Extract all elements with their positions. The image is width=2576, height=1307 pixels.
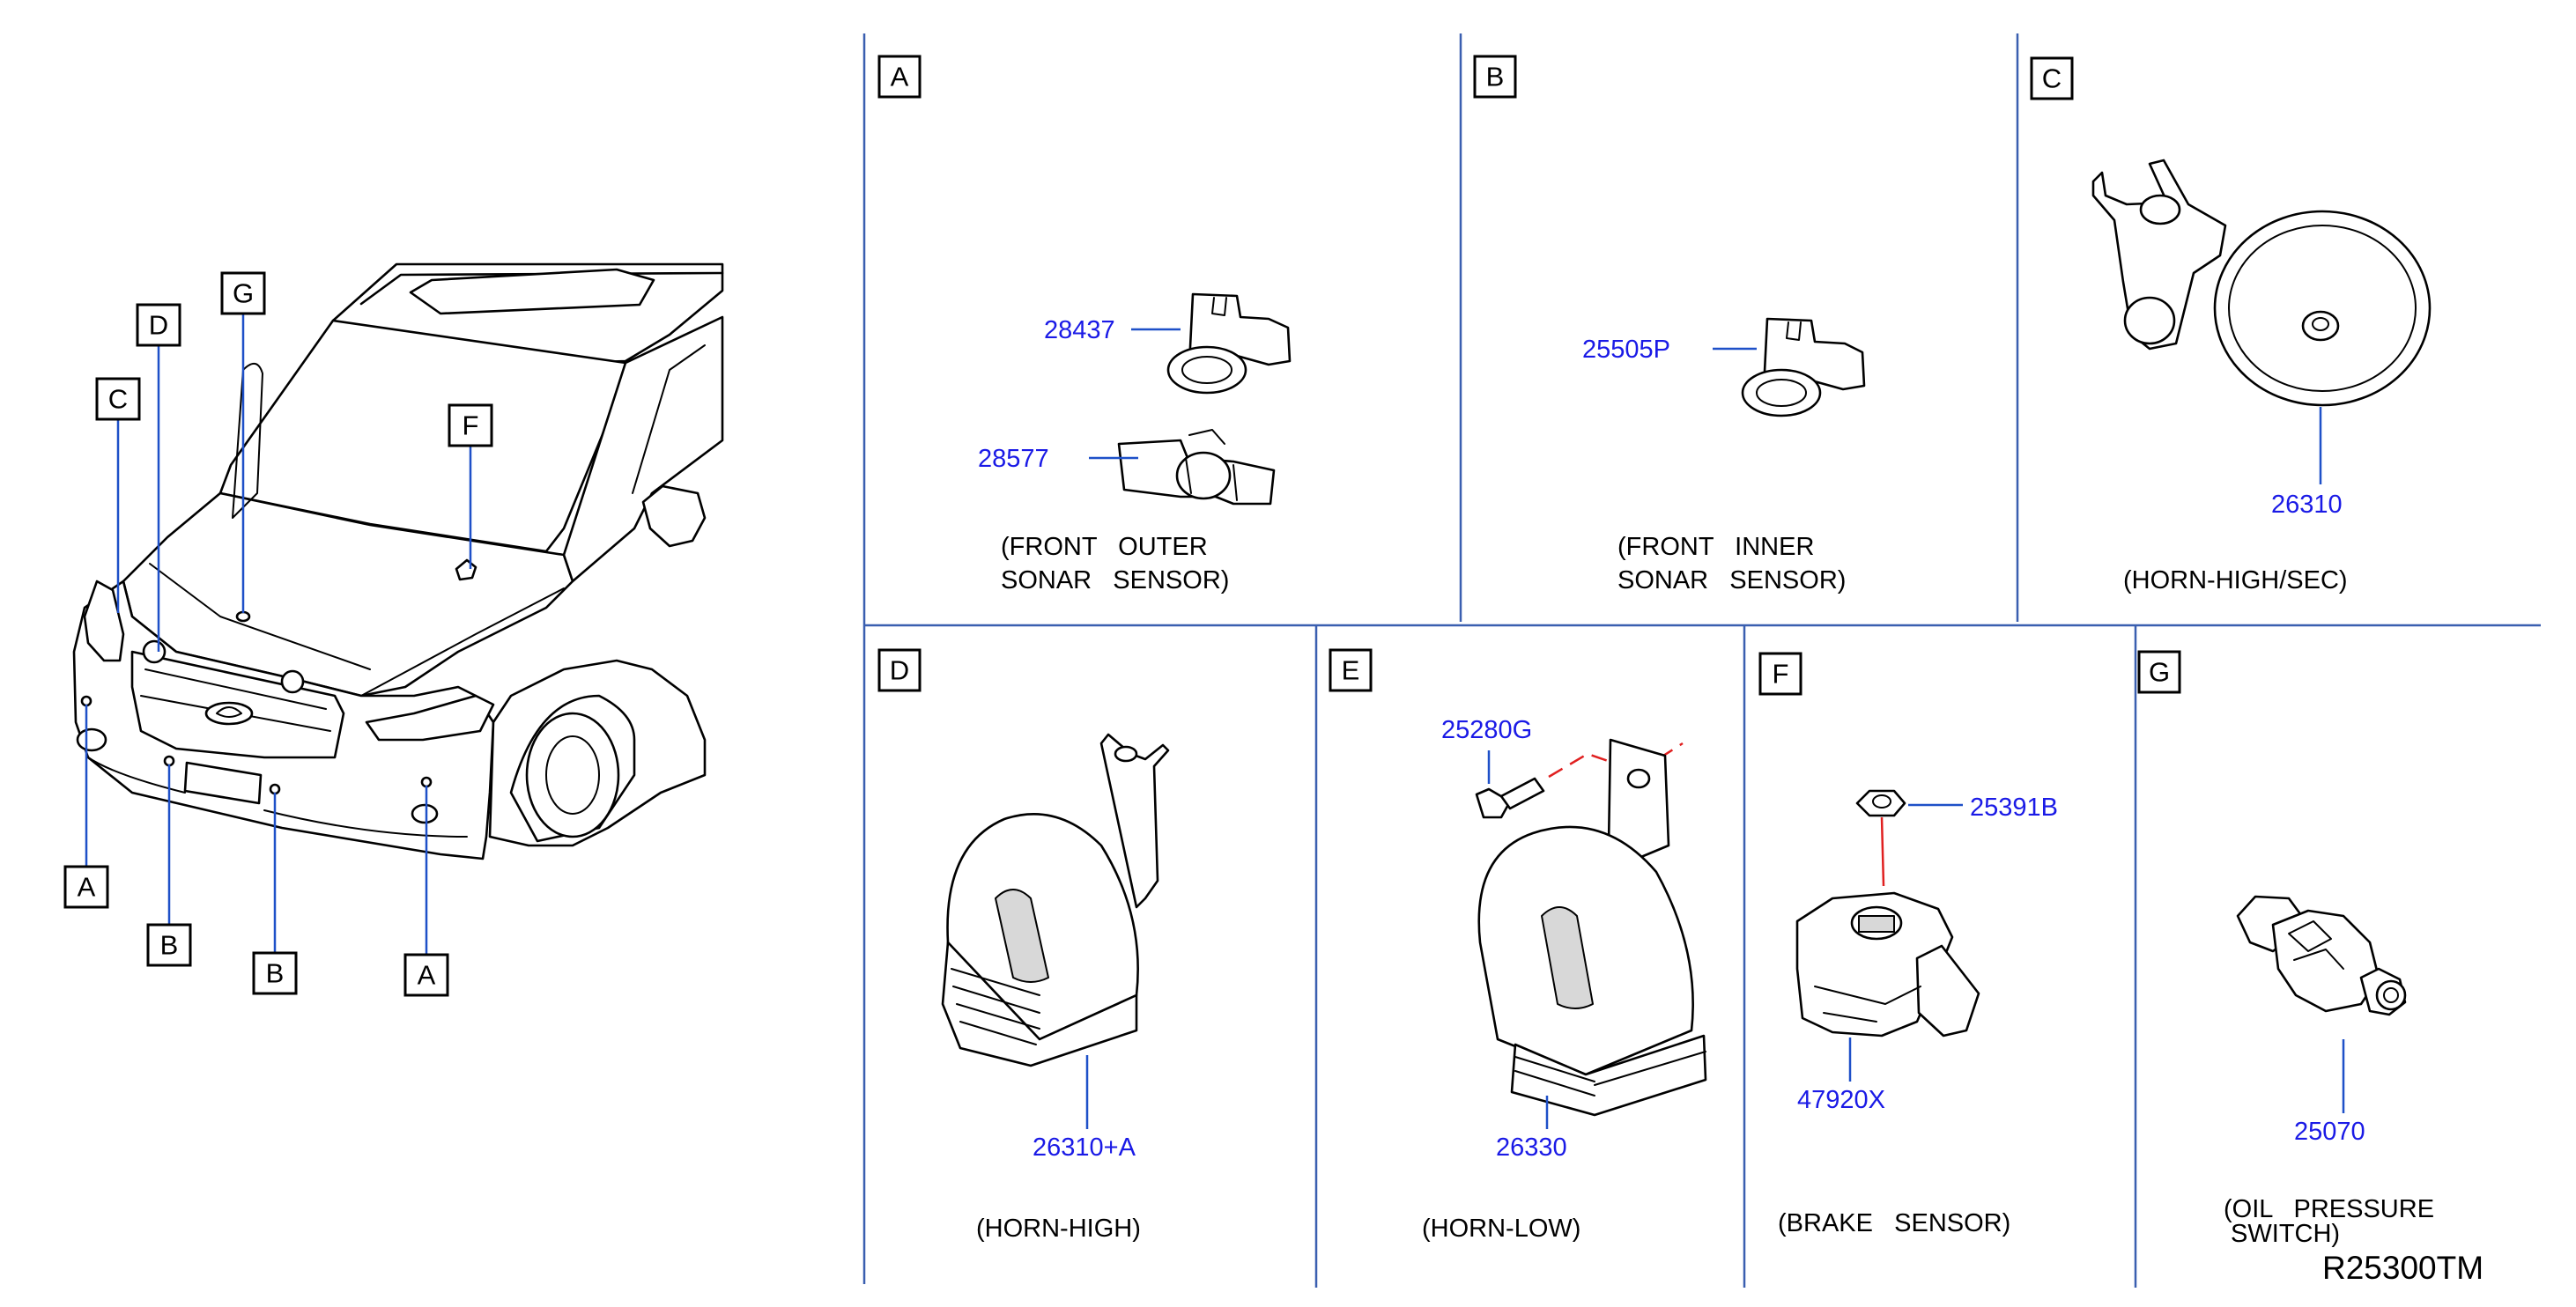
callout-label: G (233, 278, 254, 309)
panel-label: A (891, 62, 909, 92)
callout-box-f: F (448, 403, 493, 447)
brake-sensor-icon (1795, 891, 1980, 1037)
panel-label: G (2149, 657, 2170, 688)
panel-label: E (1342, 655, 1360, 686)
callout-box-c: C (95, 377, 141, 421)
panel-label: D (890, 655, 909, 686)
part-number-47920x: 47920X (1797, 1086, 1885, 1114)
panel-a: A 28437 28577 (FRONT OUTER SONAR SENSOR) (877, 55, 1292, 594)
callout-label: F (463, 410, 479, 441)
panel-label: B (1486, 62, 1505, 92)
callout-box-g: G (220, 271, 266, 315)
part-number-28437: 28437 (1044, 316, 1115, 344)
horn-high-sec-icon (2091, 159, 2432, 407)
part-number-25505p: 25505P (1582, 336, 1670, 364)
part-number-26330: 26330 (1496, 1133, 1567, 1162)
horn-low-icon (1477, 738, 1707, 1117)
vehicle-overview (72, 262, 724, 860)
panel-caption: (BRAKE SENSOR) (1778, 1209, 2010, 1237)
sensor-bracket-icon (1117, 429, 1276, 506)
callout-label: A (78, 872, 96, 903)
callout-label: C (108, 384, 128, 415)
panel-caption: (HORN-LOW) (1422, 1215, 1580, 1243)
panel-caption: (OIL PRESSURE (2224, 1195, 2434, 1223)
panel-c: C 26310 (HORN-HIGH/SEC) (2030, 56, 2432, 594)
panel-caption: (HORN-HIGH/SEC) (2123, 566, 2348, 594)
callout-label: D (149, 310, 168, 341)
bolt-icon (1475, 777, 1545, 819)
callout-label: B (160, 930, 179, 961)
part-number-26310-a: 26310+A (1033, 1133, 1136, 1162)
panel-d: D 26310+A (HORN-HIGH) (877, 648, 1170, 1243)
part-number-25280g: 25280G (1441, 716, 1532, 744)
panel-caption: (FRONT OUTER (1001, 533, 1208, 561)
panel-caption: (HORN-HIGH) (976, 1215, 1141, 1243)
callout-label: B (266, 958, 285, 989)
panel-f: F 25391B 47920X (BRAKE SENSOR) (1758, 652, 2058, 1237)
callout-box-a-right: A (403, 953, 449, 997)
part-number-25391b: 25391B (1970, 794, 2058, 822)
part-number-26310: 26310 (2271, 491, 2343, 519)
nut-icon (1855, 789, 1906, 817)
panel-e: E 25280G 26330 (HORN-LOW) (1329, 648, 1707, 1243)
panel-label: C (2042, 63, 2062, 94)
callout-box-b-left: B (146, 923, 192, 967)
panel-caption: SWITCH) (2224, 1220, 2340, 1248)
callout-label: A (418, 960, 436, 991)
part-number-28577: 28577 (978, 445, 1049, 473)
panel-dividers (862, 33, 2541, 1288)
panel-caption: SONAR SENSOR) (1001, 566, 1229, 594)
panel-g: G 25070 (OIL PRESSURE SWITCH) (2137, 650, 2434, 1248)
front-outer-sonar-sensor-icon (1166, 292, 1292, 395)
horn-high-icon (941, 733, 1170, 1067)
panel-label: F (1773, 659, 1789, 690)
panel-b: B 25505P (FRONT INNER SONAR SENSOR) (1473, 55, 1866, 594)
callout-box-b-right: B (252, 951, 298, 995)
callout-box-d: D (136, 303, 181, 347)
oil-pressure-switch-icon (2236, 895, 2407, 1016)
part-number-25070: 25070 (2294, 1118, 2365, 1146)
panel-caption: (FRONT INNER (1617, 533, 1814, 561)
front-inner-sonar-sensor-icon (1741, 317, 1866, 417)
car-callout-leaders (85, 314, 472, 955)
callout-box-a-left: A (63, 865, 109, 909)
panel-caption: SONAR SENSOR) (1617, 566, 1846, 594)
diagram-reference-code: R25300TM (2322, 1250, 2483, 1286)
